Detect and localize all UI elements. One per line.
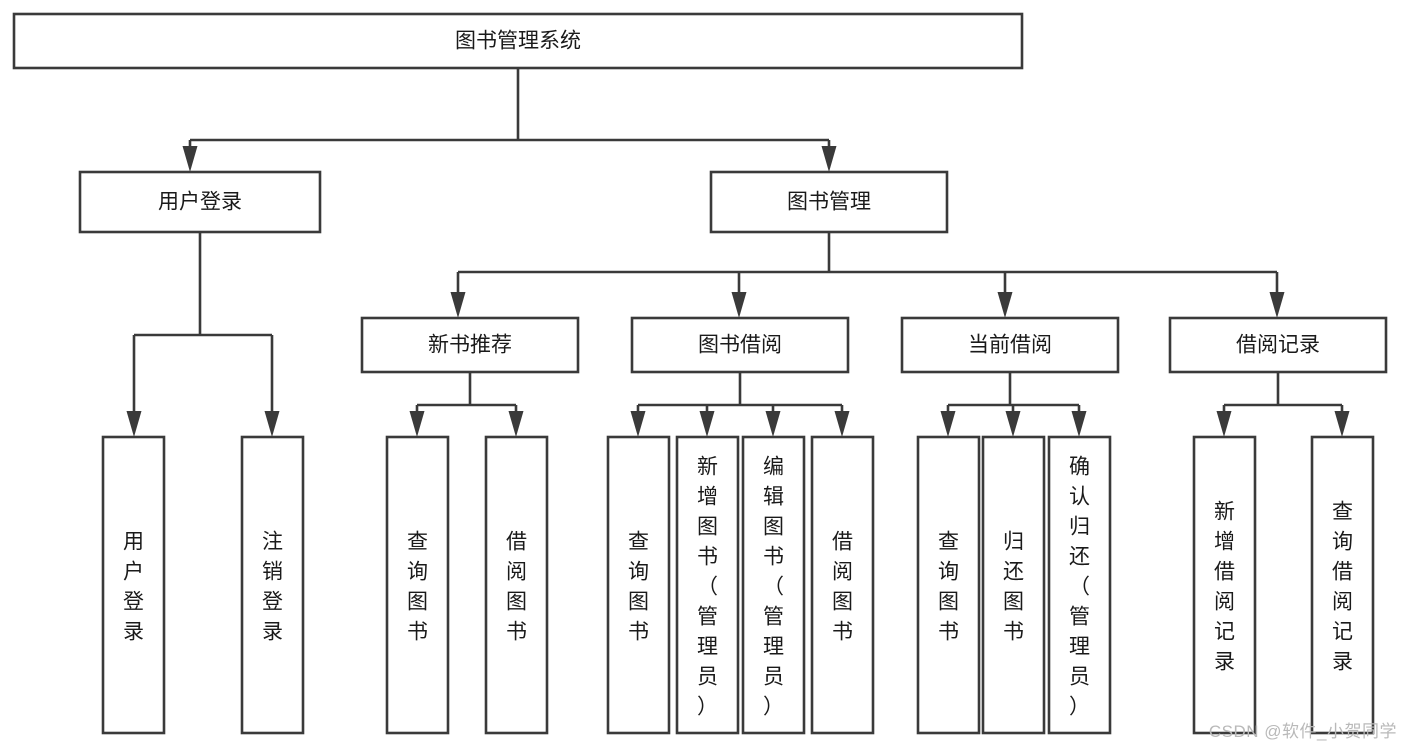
node-label: 查询借阅记录 xyxy=(1332,500,1353,673)
node-leaf-user-logout[interactable]: 注销登录 xyxy=(240,435,305,735)
node-leaf-return-book[interactable]: 归还图书 xyxy=(981,435,1046,735)
node-label: 图书管理 xyxy=(787,191,871,214)
node-root[interactable]: 图书管理系统 xyxy=(12,12,1024,70)
node-leaf-borrow-book-2[interactable]: 借阅图书 xyxy=(810,435,875,735)
node-leaf-borrow-book-1[interactable]: 借阅图书 xyxy=(484,435,549,735)
watermark-text: CSDN @软件_小贺同学 xyxy=(1208,722,1397,741)
connector-e-new-book-recommend xyxy=(409,372,524,437)
node-new-book-recommend[interactable]: 新书推荐 xyxy=(360,316,580,374)
node-label: 图书借阅 xyxy=(698,334,782,357)
node-leaf-add-book-admin[interactable]: 新增图书（管理员） xyxy=(675,435,740,735)
node-label: 借阅图书 xyxy=(506,530,527,643)
node-label: 借阅图书 xyxy=(832,530,853,643)
nodes-layer: 图书管理系统用户登录图书管理新书推荐图书借阅当前借阅借阅记录用户登录注销登录查询… xyxy=(12,12,1388,735)
node-label: 编辑图书（管理员） xyxy=(763,455,784,718)
node-book-borrow[interactable]: 图书借阅 xyxy=(630,316,850,374)
node-leaf-query-book-1[interactable]: 查询图书 xyxy=(385,435,450,735)
connector-e-book-borrow xyxy=(630,372,850,437)
connector-e-user-login xyxy=(126,232,280,437)
node-current-borrow[interactable]: 当前借阅 xyxy=(900,316,1120,374)
node-label: 用户登录 xyxy=(158,191,242,214)
node-leaf-edit-book-admin[interactable]: 编辑图书（管理员） xyxy=(741,435,806,735)
node-label: 确认归还（管理员） xyxy=(1069,455,1090,718)
node-label: 查询图书 xyxy=(938,530,959,643)
node-leaf-user-login[interactable]: 用户登录 xyxy=(101,435,166,735)
node-user-login[interactable]: 用户登录 xyxy=(78,170,322,234)
connector-e-book-manage xyxy=(450,232,1285,318)
node-label: 新增图书（管理员） xyxy=(697,455,718,718)
node-label: 图书管理系统 xyxy=(455,30,581,53)
node-label: 用户登录 xyxy=(123,530,144,643)
connector-e-current-borrow xyxy=(940,372,1087,437)
connector-e-root xyxy=(182,68,837,172)
node-label: 查询图书 xyxy=(407,530,428,643)
connector-e-borrow-record xyxy=(1216,372,1350,437)
node-label: 新书推荐 xyxy=(428,334,512,357)
node-leaf-confirm-return-admin[interactable]: 确认归还（管理员） xyxy=(1047,435,1112,735)
node-leaf-query-borrow-record[interactable]: 查询借阅记录 xyxy=(1310,435,1375,735)
node-label: 当前借阅 xyxy=(968,334,1052,357)
node-borrow-record[interactable]: 借阅记录 xyxy=(1168,316,1388,374)
node-label: 新增借阅记录 xyxy=(1214,500,1235,673)
node-book-manage[interactable]: 图书管理 xyxy=(709,170,949,234)
node-leaf-add-borrow-record[interactable]: 新增借阅记录 xyxy=(1192,435,1257,735)
node-leaf-query-book-2[interactable]: 查询图书 xyxy=(606,435,671,735)
node-label: 查询图书 xyxy=(628,530,649,643)
node-label: 注销登录 xyxy=(262,530,283,643)
edges-layer xyxy=(126,68,1350,437)
node-leaf-query-book-3[interactable]: 查询图书 xyxy=(916,435,981,735)
node-label: 借阅记录 xyxy=(1236,334,1320,357)
node-label: 归还图书 xyxy=(1003,530,1024,643)
